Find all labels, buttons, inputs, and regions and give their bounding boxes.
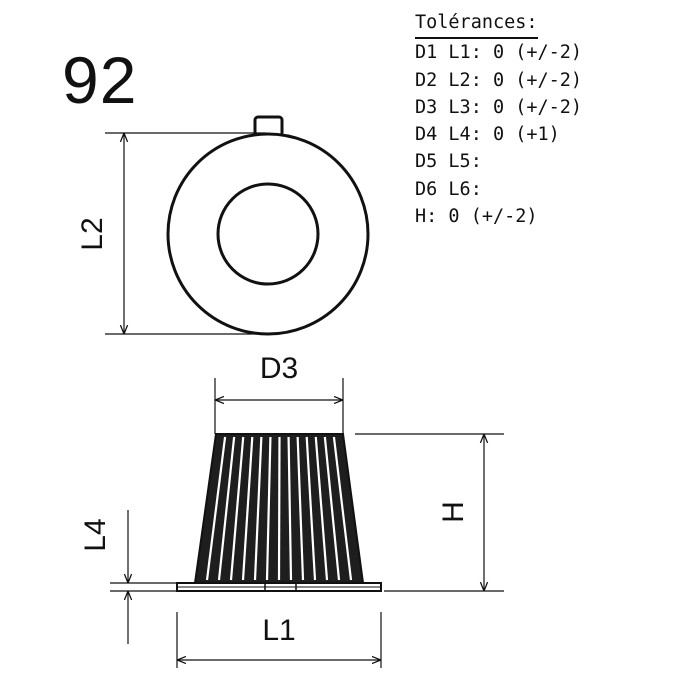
tolerance-line-d3: D3 L3: 0 (+/-2) xyxy=(415,96,583,118)
tolerance-line-d1: D1 L1: 0 (+/-2) xyxy=(415,42,583,64)
h-label: H xyxy=(437,501,470,523)
pleat-line xyxy=(265,436,272,581)
l4-label: L4 xyxy=(79,518,112,551)
pleat-line xyxy=(253,436,263,581)
pleat-line xyxy=(332,436,353,581)
part-number: 92 xyxy=(62,43,138,117)
pleat-line xyxy=(229,436,245,581)
tolerance-line-d5: D5 L5: xyxy=(415,151,482,173)
pleat-line xyxy=(305,436,317,581)
pleat-line xyxy=(205,436,227,581)
filter-pleats xyxy=(205,436,353,581)
tolerance-line-d4: D4 L4: 0 (+1) xyxy=(415,124,560,146)
pleat-line xyxy=(277,436,281,581)
h-dimension xyxy=(355,433,504,592)
tolerances-table: Tolérances: D1 L1: 0 (+/-2) D2 L2: 0 (+/… xyxy=(415,9,582,230)
pleat-line xyxy=(323,436,341,581)
pleat-line xyxy=(287,436,293,581)
inner-circle xyxy=(216,182,320,286)
l1-dimension xyxy=(176,612,382,668)
l2-dimension xyxy=(105,132,266,335)
l4-dimension xyxy=(110,510,195,644)
d3-dimension xyxy=(214,378,344,434)
tolerance-line-d2: D2 L2: 0 (+/-2) xyxy=(415,69,583,91)
tolerance-line-h: H: 0 (+/-2) xyxy=(415,206,538,228)
pleat-line xyxy=(314,436,329,581)
l2-label: L2 xyxy=(76,217,109,250)
pleat-line xyxy=(217,436,236,581)
l1-label: L1 xyxy=(262,614,295,647)
pleat-line xyxy=(296,436,305,581)
tolerances-title: Tolérances: xyxy=(415,9,538,40)
d3-label: D3 xyxy=(260,352,298,385)
pleat-line xyxy=(241,436,254,581)
side-view xyxy=(176,433,382,592)
tolerance-line-d6: D6 L6: xyxy=(415,178,482,200)
top-view xyxy=(166,115,370,336)
